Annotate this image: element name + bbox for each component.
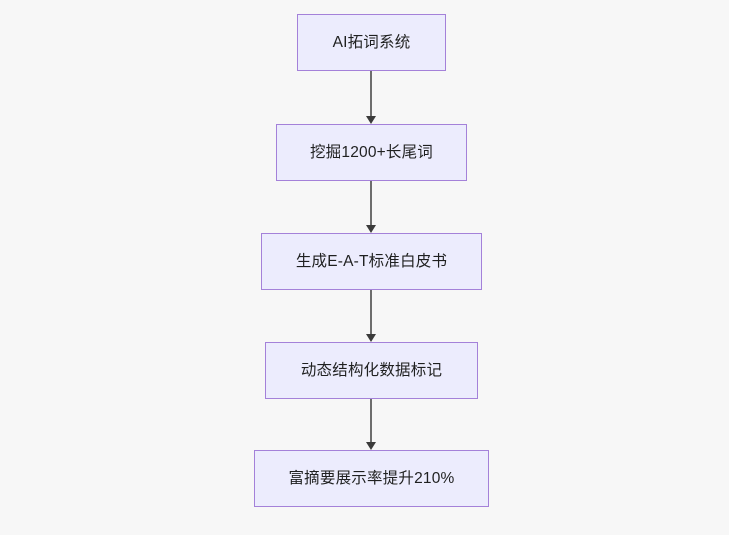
arrowhead-icon <box>366 225 376 233</box>
flow-arrow-n4-to-n5 <box>362 399 380 450</box>
connector-line <box>370 71 372 117</box>
flow-node-generate-eat-whitepaper[interactable]: 生成E-A-T标准白皮书 <box>261 233 482 290</box>
flow-node-mine-longtail-keywords[interactable]: 挖掘1200+长尾词 <box>276 124 467 181</box>
connector-line <box>370 290 372 335</box>
connector-line <box>370 399 372 443</box>
connector-line <box>370 181 372 226</box>
flow-arrow-n2-to-n3 <box>362 181 380 233</box>
flow-node-ai-keyword-system[interactable]: AI拓词系统 <box>297 14 446 71</box>
arrowhead-icon <box>366 334 376 342</box>
flow-arrow-n3-to-n4 <box>362 290 380 342</box>
flow-node-dynamic-structured-data-markup[interactable]: 动态结构化数据标记 <box>265 342 478 399</box>
arrowhead-icon <box>366 116 376 124</box>
flow-node-rich-snippet-impression-uplift[interactable]: 富摘要展示率提升210% <box>254 450 489 507</box>
flow-arrow-n1-to-n2 <box>362 71 380 124</box>
arrowhead-icon <box>366 442 376 450</box>
